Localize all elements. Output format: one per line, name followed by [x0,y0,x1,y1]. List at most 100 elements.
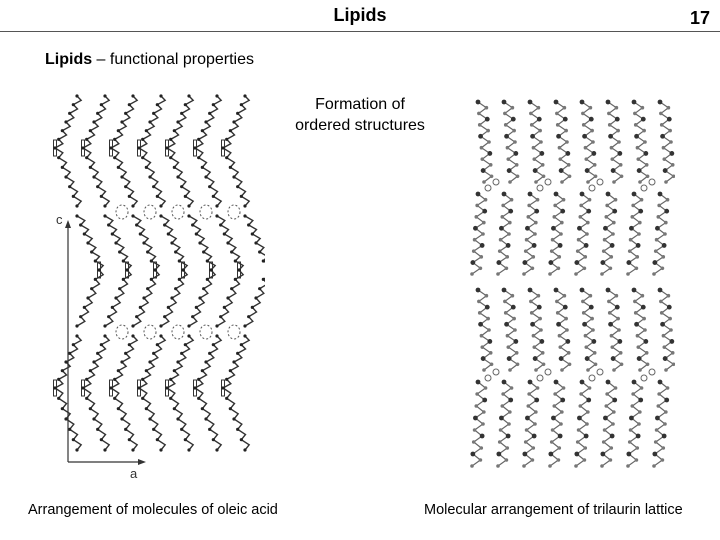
trilaurin-atom [637,232,641,236]
trilaurin-atom [588,105,593,110]
trilaurin-atom [470,464,474,468]
trilaurin-atom [628,428,633,432]
trilaurin-atom [532,345,537,349]
oleic-atom [225,396,229,400]
trilaurin-atom [487,339,493,344]
trilaurin-atom [634,266,639,271]
oleic-atom [159,214,163,218]
trilaurin-atom [612,410,616,414]
trilaurin-atom [484,304,490,310]
trilaurin-atom [605,191,611,197]
ester-oxygen [492,178,500,186]
trilaurin-atom [561,197,566,202]
oleic-atom [169,156,173,160]
trilaurin-atom [501,203,505,208]
trilaurin-atom [604,404,609,408]
trilaurin-atom [669,328,673,332]
trilaurin-atom [479,433,485,439]
trilaurin-atom [600,464,604,468]
oleic-atom [124,427,128,431]
oleic-atom [60,407,64,411]
trilaurin-atom [655,225,660,231]
ester-oxygen [484,374,492,382]
oleic-atom [127,343,131,347]
oleic-atom [138,305,142,309]
oleic-atom [236,185,240,189]
oleic-atom [170,296,174,300]
trilaurin-atom [531,446,536,450]
trilaurin-atom [550,428,555,432]
trilaurin-atom [496,260,502,265]
trilaurin-atom [482,397,488,403]
carboxyl-headgroup [227,324,241,340]
trilaurin-atom [640,293,645,298]
carboxyl-headgroup [171,324,185,340]
trilaurin-atom [527,287,533,293]
trilaurin-atom [629,225,634,231]
trilaurin-atom [605,203,609,208]
trilaurin-atom [635,243,641,248]
oleic-atom [113,377,117,381]
oleic-atom [197,377,201,381]
oleic-atom [165,386,169,390]
trilaurin-atom [522,464,526,468]
trilaurin-atom [531,243,537,248]
trilaurin-atom [605,392,609,396]
subtitle-bold: Lipids [45,51,93,68]
oleic-atom [222,305,226,309]
trilaurin-atom [484,116,490,122]
trilaurin-atom [541,174,546,179]
oleic-atom [92,360,96,364]
trilaurin-atom [591,151,597,156]
oleic-atom [142,296,146,300]
trilaurin-atom [661,243,667,248]
oleic-atom [243,214,247,218]
oleic-atom [144,369,148,373]
trilaurin-atom [574,272,578,276]
trilaurin-atom [654,237,659,242]
oleic-atom [110,305,114,309]
trilaurin-atom [657,379,663,385]
trilaurin-atom [553,287,559,293]
oleic-atom [172,369,176,373]
trilaurin-atom [479,145,484,150]
oleic-atom [177,277,181,281]
trilaurin-atom [496,272,500,276]
trilaurin-atom [480,168,486,173]
oleic-atom [261,277,265,281]
trilaurin-atom [661,333,666,338]
trilaurin-atom [664,220,668,225]
trilaurin-atom [586,220,590,225]
trilaurin-atom [560,180,564,184]
trilaurin-atom [669,140,673,144]
trilaurin-atom [506,168,512,173]
trilaurin-atom [590,316,594,321]
trilaurin-atom [638,208,644,214]
oleic-atom [116,407,120,411]
trilaurin-atom [559,422,563,426]
oleic-atom [149,259,153,263]
trilaurin-atom [614,116,620,122]
trilaurin-atom [671,362,675,367]
oleic-atom [120,175,124,179]
oleic-atom [68,111,72,115]
oleic-atom [166,232,170,236]
oleic-atom [109,146,113,150]
oleic-atom [79,223,83,227]
oleic-atom [60,369,64,373]
oleic-atom [193,386,197,390]
trilaurin-atom [636,168,642,173]
oleic-atom [75,324,79,328]
trilaurin-atom [535,197,540,202]
oleic-atom [127,103,131,107]
trilaurin-atom [643,140,647,144]
trilaurin-atom [484,293,489,298]
trilaurin-atom [639,386,644,390]
trilaurin-atom [609,255,614,259]
trilaurin-atom [558,356,564,361]
trilaurin-atom [630,404,635,408]
oleic-atom [116,165,120,169]
oleic-atom [254,296,258,300]
trilaurin-atom [653,249,658,253]
trilaurin-atom [504,266,509,271]
